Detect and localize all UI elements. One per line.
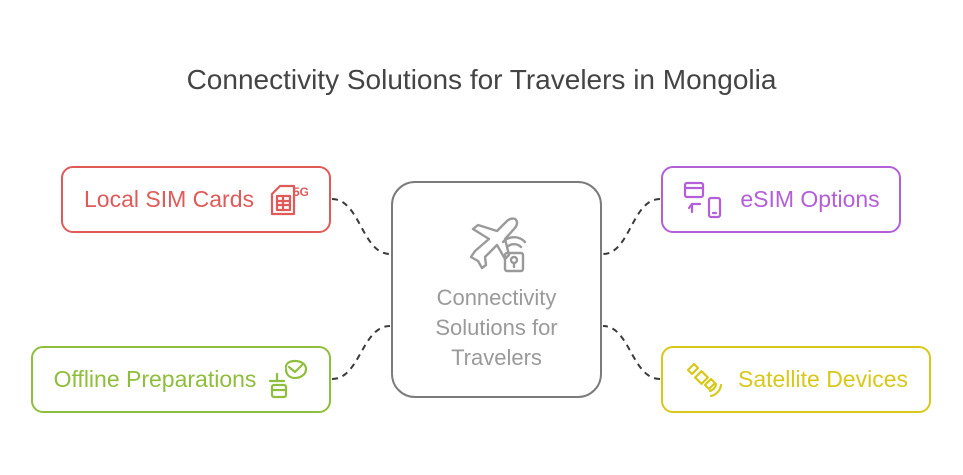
- card-to-phone-icon: [684, 181, 722, 218]
- sim-card-5g-icon: 5G: [270, 184, 308, 215]
- center-label-line-1: Connectivity: [436, 285, 557, 310]
- connector-satellite: [602, 325, 661, 380]
- connector-esim: [602, 198, 661, 255]
- node-offline-preparations: Offline Preparations: [31, 346, 331, 413]
- node-satellite-devices: Satellite Devices: [661, 346, 931, 413]
- offline-label: Offline Preparations: [53, 366, 257, 392]
- center-label-line-2: Solutions for: [435, 315, 558, 340]
- esim-label: eSIM Options: [740, 186, 880, 212]
- center-node: Connectivity Solutions for Travelers: [391, 181, 602, 398]
- local-sim-label: Local SIM Cards: [83, 186, 254, 212]
- node-esim-options: eSIM Options: [661, 166, 901, 233]
- connector-local-sim: [331, 198, 391, 255]
- center-label-line-3: Travelers: [451, 345, 542, 370]
- connector-offline: [331, 325, 391, 380]
- badge-5g: 5G: [293, 185, 308, 199]
- diagram-title: Connectivity Solutions for Travelers in …: [186, 64, 777, 95]
- satellite-icon: [686, 362, 723, 397]
- node-local-sim-cards: Local SIM Cards 5G: [61, 166, 331, 233]
- plane-wifi-lock-icon: [469, 217, 527, 273]
- satellite-label: Satellite Devices: [737, 366, 909, 392]
- download-map-icon: [269, 359, 308, 398]
